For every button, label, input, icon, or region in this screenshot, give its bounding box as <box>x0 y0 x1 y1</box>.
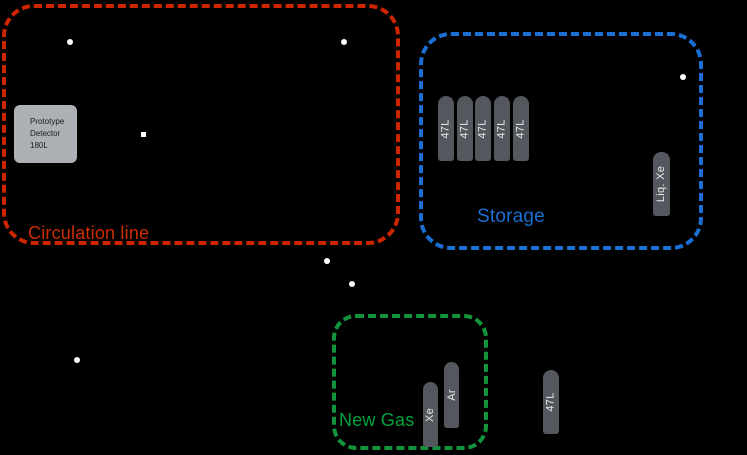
storage-label: Storage <box>477 206 545 227</box>
storage-cylinder-1: 47L <box>438 96 454 161</box>
valve-node-2 <box>341 39 347 45</box>
valve-node-1 <box>67 39 73 45</box>
liquid-xenon-cylinder: Liq. Xe <box>653 152 670 216</box>
detector-label-line1: Prototype <box>30 117 65 126</box>
spare-47l-cylinder: 47L <box>543 370 559 434</box>
storage-cylinder-5: 47L <box>513 96 529 161</box>
prototype-detector-box: Prototype Detector 180L <box>14 105 77 163</box>
new-xenon-cylinder-label: Xe <box>424 407 437 422</box>
valve-node-5 <box>324 258 330 264</box>
storage-cylinder-3-label: 47L <box>477 118 490 139</box>
spare-47l-cylinder-label: 47L <box>545 392 558 412</box>
storage-cylinder-4: 47L <box>494 96 510 161</box>
new-argon-cylinder-label: Ar <box>445 389 458 401</box>
new-gas-label: New Gas <box>339 410 415 430</box>
new-xenon-cylinder: Xe <box>423 382 438 447</box>
storage-cylinder-1-label: 47L <box>440 118 453 139</box>
storage-box <box>419 32 703 250</box>
new-gas-box <box>332 314 488 450</box>
liquid-xenon-cylinder-label: Liq. Xe <box>655 165 668 203</box>
valve-node-7 <box>74 357 80 363</box>
circulation-line-box <box>2 4 400 245</box>
circulation-line-label: Circulation line <box>28 223 150 243</box>
storage-cylinder-5-label: 47L <box>515 118 528 139</box>
storage-cylinder-4-label: 47L <box>496 118 509 139</box>
detector-label-line3: 180L <box>30 141 48 150</box>
valve-node-4 <box>680 74 686 80</box>
storage-cylinder-2: 47L <box>457 96 473 161</box>
valve-node-3 <box>140 131 146 137</box>
valve-node-6 <box>349 281 355 287</box>
new-argon-cylinder: Ar <box>444 362 459 428</box>
storage-cylinder-3: 47L <box>475 96 491 161</box>
detector-label-line2: Detector <box>30 129 61 138</box>
storage-cylinder-2-label: 47L <box>459 118 472 139</box>
